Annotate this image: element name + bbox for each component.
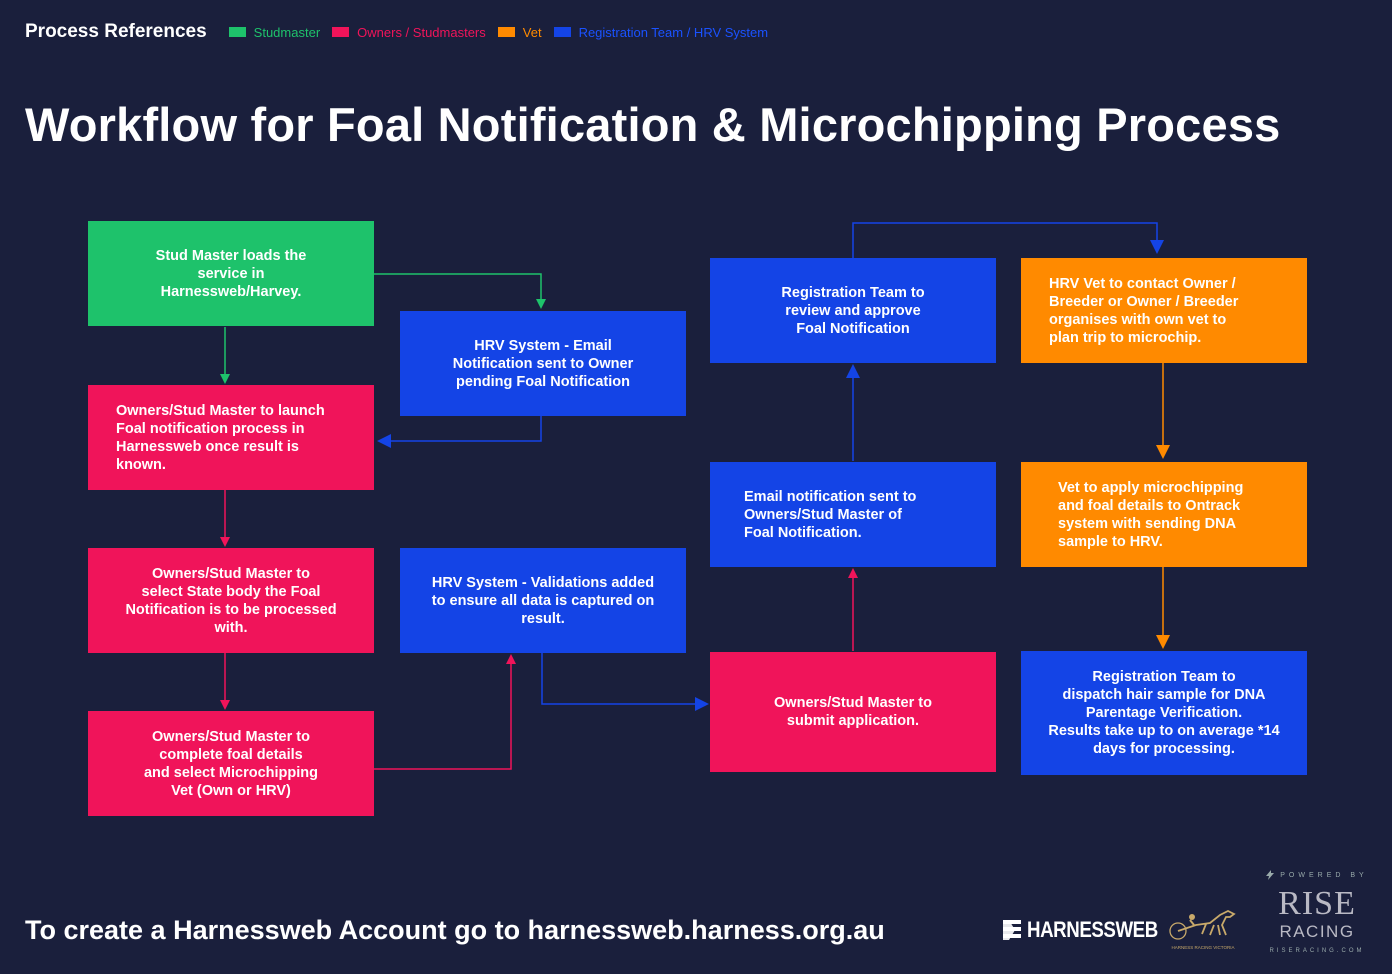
step-load-service-text: Stud Master loads the service in Harness…	[155, 247, 307, 300]
legend-item-vet: Vet	[497, 24, 542, 40]
horse-sulky-icon	[1169, 909, 1236, 940]
step-email-sent: Email notification sent to Owners/Stud M…	[710, 462, 996, 567]
step-launch-foal-text: Owners/Stud Master to launch Foal notifi…	[116, 402, 325, 473]
legend-title: Process References	[25, 21, 207, 42]
step-complete-details: Owners/Stud Master to complete foal deta…	[88, 711, 374, 816]
legend-swatch-studmaster	[228, 27, 246, 37]
step-complete-details-text: Owners/Stud Master to complete foal deta…	[143, 728, 319, 799]
harnessweb-logo-icon	[1003, 920, 1021, 940]
step-email-owner-text: HRV System - Email Notification sent to …	[452, 337, 634, 390]
step-vet-contact-text: HRV Vet to contact Owner / Breeder or Ow…	[1049, 275, 1239, 346]
legend-item-studmaster: Studmaster	[228, 24, 321, 40]
footer-account-text: To create a Harnessweb Account go to har…	[25, 915, 885, 945]
step-vet-apply: Vet to apply microchipping and foal deta…	[1021, 462, 1307, 567]
step-dna-text: Registration Team to dispatch hair sampl…	[1048, 669, 1280, 757]
step-email-owner: HRV System - Email Notification sent to …	[400, 311, 686, 416]
step-reg-review-text: Registration Team to review and approve …	[781, 284, 925, 337]
page-title: Workflow for Foal Notification & Microch…	[25, 98, 1281, 151]
rise-powered-by: POWERED BY	[1266, 870, 1368, 880]
harnessweb-logo: HARNESSWEB	[1001, 917, 1181, 943]
step-submit-text: Owners/Stud Master to submit application…	[774, 695, 932, 729]
step-validations: HRV System - Validations added to ensure…	[400, 548, 686, 653]
step-email-sent-text: Email notification sent to Owners/Stud M…	[744, 488, 917, 541]
arrow-load-to-email	[374, 273, 546, 309]
step-select-state: Owners/Stud Master to select State body …	[88, 548, 374, 653]
step-launch-foal: Owners/Stud Master to launch Foal notifi…	[88, 385, 374, 490]
hrv-logo: HARNESS RACING VICTORIA	[1164, 905, 1242, 950]
hrv-logo-caption: HARNESS RACING VICTORIA	[1171, 945, 1235, 950]
arrow-complete-to-validations	[374, 654, 516, 770]
rise-racing-text: RACING	[1279, 922, 1355, 941]
step-load-service: Stud Master loads the service in Harness…	[88, 221, 374, 326]
legend-label-studmaster: Studmaster	[253, 24, 321, 40]
step-dna: Registration Team to dispatch hair sampl…	[1021, 651, 1307, 775]
legend-label-owners: Owners / Studmasters	[357, 24, 486, 40]
legend-label-vet: Vet	[522, 24, 542, 40]
lightning-icon	[1266, 870, 1275, 880]
step-select-state-text: Owners/Stud Master to select State body …	[125, 565, 337, 636]
legend-swatch-vet	[497, 27, 515, 37]
rise-racing-logo: POWERED BY RISE RACING RISERACING.COM	[1266, 868, 1368, 966]
rise-url: RISERACING.COM	[1269, 948, 1365, 954]
step-reg-review: Registration Team to review and approve …	[710, 258, 996, 363]
legend-label-registration: Registration Team / HRV System	[578, 24, 769, 40]
arrow-validations-to-submit	[541, 653, 709, 711]
harnessweb-logo-text: HARNESSWEB	[1027, 917, 1158, 942]
step-vet-apply-text: Vet to apply microchipping and foal deta…	[1058, 479, 1244, 550]
legend-item-owners: Owners / Studmasters	[332, 25, 486, 40]
arrow-review-to-vetcontact	[852, 222, 1164, 258]
step-vet-contact: HRV Vet to contact Owner / Breeder or Ow…	[1021, 258, 1307, 363]
process-legend: Process References Studmaster Owners / S…	[25, 20, 780, 44]
legend-item-registration: Registration Team / HRV System	[553, 24, 769, 40]
rise-word: RISE	[1278, 885, 1356, 922]
rise-powered-text: POWERED BY	[1280, 871, 1368, 879]
arrow-email-to-launch	[377, 416, 542, 448]
legend-swatch-owners	[332, 27, 350, 37]
step-validations-text: HRV System - Validations added to ensure…	[431, 574, 655, 627]
legend-swatch-registration	[553, 27, 571, 37]
step-submit: Owners/Stud Master to submit application…	[710, 652, 996, 772]
